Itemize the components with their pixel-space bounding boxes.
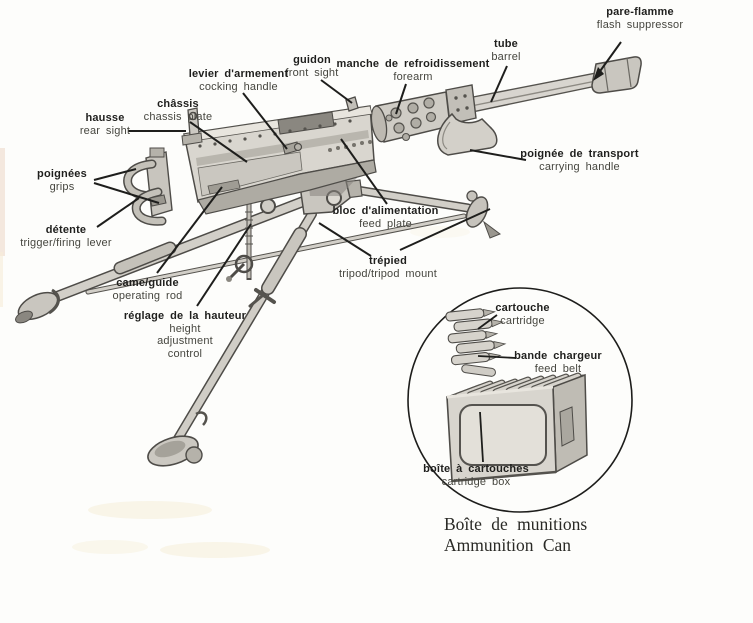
label-front-sight-en: front sight [285, 66, 339, 79]
cooling-jacket [370, 91, 451, 143]
label-height-adjustment-en: height adjustment control [157, 322, 213, 360]
label-cocking-handle: levier d'armement cocking handle [156, 68, 321, 93]
leader-cartridge-box [479, 411, 484, 463]
label-grips-fr: poignées [37, 168, 87, 180]
label-carrying-handle-fr: poignée de transport [520, 148, 639, 160]
elevation-screw [226, 198, 276, 282]
ammo-can [446, 372, 588, 483]
leader-grips-lower [93, 182, 160, 204]
label-front-sight-fr: guidon [293, 54, 331, 66]
leader-tripod-left [318, 222, 372, 257]
label-operating-rod: came/guide operating rod [85, 277, 210, 302]
barrel-coupling [445, 84, 477, 125]
label-flash-suppressor-fr: pare-flamme [606, 6, 674, 18]
label-cartridge-fr: cartouche [495, 302, 550, 314]
tripod-leg-right [327, 179, 473, 213]
label-tripod-en: tripod/tripod mount [338, 267, 438, 280]
leader-feed-belt [477, 355, 517, 359]
label-trigger-en: trigger/firing lever [20, 236, 112, 249]
label-chassis-plate: châssis chassis plate [112, 98, 244, 123]
leader-front-sight [320, 79, 353, 104]
leader-trigger [96, 197, 140, 228]
label-feed-belt-en: feed belt [534, 362, 582, 375]
leader-forearm [395, 83, 407, 115]
tripod-leg-rear-left [42, 196, 308, 306]
inset-caption-fr: Boîte de munitions [444, 514, 588, 534]
label-grips: poignées grips [12, 168, 112, 193]
trigger-bar [149, 194, 167, 207]
label-feed-plate-fr: bloc d'alimentation [332, 205, 439, 217]
scan-artifacts [0, 148, 470, 558]
label-feed-plate-en: feed plate [359, 217, 412, 230]
leader-cocking-handle [242, 92, 288, 150]
label-trigger-fr: détente [45, 224, 87, 236]
leader-height-adjustment [196, 223, 252, 307]
label-barrel: tube barrel [466, 38, 546, 63]
can-front-panel [459, 404, 547, 466]
tripod-foot-right [465, 190, 502, 239]
cocking-handle-knob [293, 142, 303, 152]
label-flash-suppressor-en: flash suppressor [596, 18, 684, 31]
carrying-handle [436, 112, 498, 156]
label-feed-belt-fr: bande chargeur [514, 350, 602, 362]
label-forearm-en: forearm [393, 70, 433, 83]
label-height-adjustment: réglage de la hauteur height adjustment … [123, 310, 247, 360]
can-latch [559, 406, 575, 447]
leader-cartridge [477, 314, 498, 330]
leader-flash-suppressor [593, 41, 622, 81]
leader-barrel [490, 65, 508, 103]
label-feed-belt: bande chargeur feed belt [510, 350, 606, 375]
label-cocking-handle-fr: levier d'armement [188, 68, 289, 80]
traversing-bar [85, 213, 467, 295]
label-feed-plate: bloc d'alimentation feed plate [303, 205, 468, 230]
label-front-sight: guidon front sight [262, 54, 362, 79]
label-cartridge-box: boîte à cartouches cartridge box [420, 463, 532, 488]
rear-sight [181, 107, 203, 146]
label-tripod-fr: trépied [368, 255, 408, 267]
label-height-adjustment-fr: réglage de la hauteur [123, 310, 247, 322]
label-forearm: manche de refroidissement forearm [318, 58, 508, 83]
label-barrel-fr: tube [493, 38, 519, 50]
label-barrel-en: barrel [491, 50, 521, 63]
label-rear-sight: hausse rear sight [50, 112, 160, 137]
label-trigger: détente trigger/firing lever [0, 224, 132, 249]
label-cocking-handle-en: cocking handle [199, 80, 278, 93]
leader-chassis-plate [189, 121, 248, 163]
leader-carrying-handle [469, 149, 527, 161]
label-tripod: trépied tripod/tripod mount [303, 255, 473, 280]
label-operating-rod-en: operating rod [112, 289, 183, 302]
label-operating-rod-fr: came/guide [116, 277, 179, 289]
tripod-foot-rear-left [15, 288, 60, 324]
label-carrying-handle: poignée de transport carrying handle [487, 148, 672, 173]
label-cartridge-box-fr: boîte à cartouches [423, 463, 529, 475]
cartridge-stack [445, 308, 507, 377]
leader-tripod-right [399, 208, 491, 251]
label-chassis-plate-fr: châssis [157, 98, 199, 110]
gun [123, 56, 642, 226]
label-chassis-plate-en: chassis plate [143, 110, 213, 123]
label-cartridge-box-en: cartridge box [441, 475, 511, 488]
label-grips-en: grips [49, 180, 75, 193]
label-flash-suppressor: pare-flamme flash suppressor [565, 6, 715, 31]
leader-grips-upper [93, 168, 137, 181]
tripod-leg-front [171, 209, 317, 447]
ammo-can-inset [407, 287, 633, 513]
label-cartridge: cartouche cartridge [470, 302, 575, 327]
inset-caption: Boîte de munitions Ammunition Can [444, 514, 587, 556]
inset-caption-en: Ammunition Can [444, 535, 572, 555]
tripod-foot-front [147, 411, 208, 467]
label-cartridge-en: cartridge [500, 314, 545, 327]
label-forearm-fr: manche de refroidissement [336, 58, 490, 70]
label-carrying-handle-en: carrying handle [539, 160, 620, 173]
spade-grips [123, 159, 167, 226]
leader-feed-plate [340, 138, 388, 205]
label-rear-sight-en: rear sight [79, 124, 131, 137]
leader-lines [93, 41, 622, 463]
backplate [145, 147, 173, 217]
label-rear-sight-fr: hausse [85, 112, 125, 124]
leader-operating-rod [156, 186, 223, 274]
